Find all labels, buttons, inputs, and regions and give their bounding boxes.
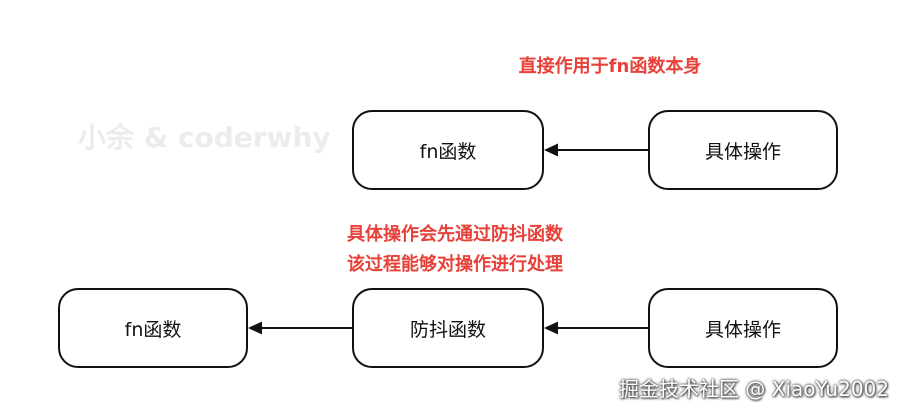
debounce-to-fn-arrowhead bbox=[248, 321, 262, 335]
debounce-label: 防抖函数 bbox=[409, 318, 486, 341]
top-operation-label: 具体操作 bbox=[704, 140, 781, 163]
bottom-fn-box: fn函数 bbox=[58, 288, 248, 368]
bottom-fn-label: fn函数 bbox=[124, 318, 182, 341]
credit-watermark: 掘金技术社区 @ XiaoYu2002 bbox=[619, 377, 889, 401]
bottom-operation-box: 具体操作 bbox=[648, 288, 838, 368]
operation-to-debounce-arrowhead bbox=[544, 321, 558, 335]
top-fn-box: fn函数 bbox=[352, 110, 544, 190]
watermark-text: 小余 & coderwhy bbox=[78, 121, 331, 154]
top-fn-label: fn函数 bbox=[419, 140, 477, 163]
top-arrowhead bbox=[544, 143, 558, 157]
bottom-operation-label: 具体操作 bbox=[704, 318, 781, 341]
bottom-annotation: 具体操作会先通过防抖函数 该过程能够对操作进行处理 bbox=[300, 220, 610, 280]
top-operation-box: 具体操作 bbox=[648, 110, 838, 190]
debounce-box: 防抖函数 bbox=[352, 288, 544, 368]
bottom-annotation-line1: 具体操作会先通过防抖函数 bbox=[347, 224, 563, 245]
top-annotation: 直接作用于fn函数本身 bbox=[518, 56, 702, 77]
bottom-annotation-line2: 该过程能够对操作进行处理 bbox=[347, 254, 563, 275]
